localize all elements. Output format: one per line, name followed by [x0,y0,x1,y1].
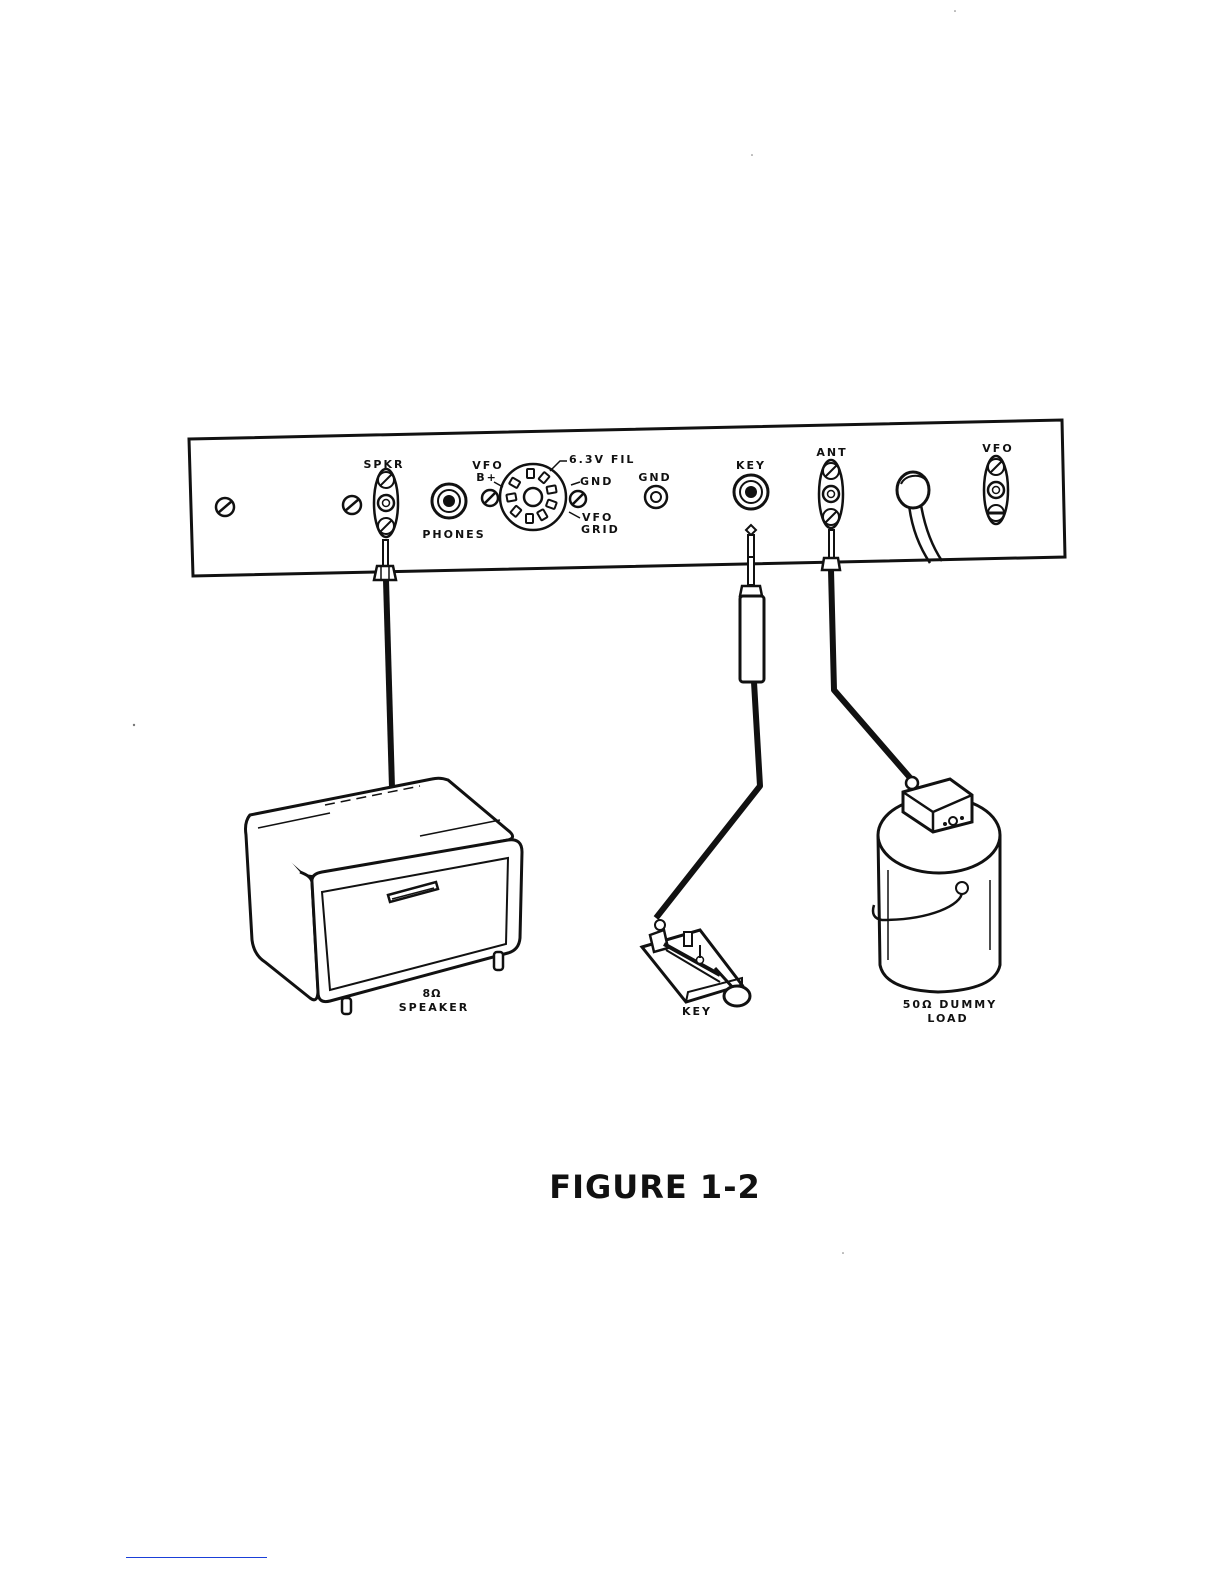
key-plug-cable [656,525,764,918]
screw-icon [570,491,586,507]
tube-socket-icon[interactable] [500,464,566,530]
key-panel-label: KEY [736,459,766,472]
dummy-load-can [873,777,1000,992]
key-label: KEY [682,1005,712,1018]
vfo-grid-label-2: GRID [581,523,620,536]
fil-label: 6.3V FIL [569,453,635,466]
screw-icon [343,496,361,514]
socket-gnd-label: GND [580,475,613,488]
figure-caption: FIGURE 1-2 [0,1168,1224,1206]
bplus-label: B+ [476,471,498,484]
dummy-load-label: LOAD [927,1012,968,1025]
rear-panel: SPKR VFO B+ 6.3V FIL GND VFO GRID PHONES… [189,420,1065,576]
gnd-binding-post[interactable] [645,486,667,508]
phones-jack[interactable] [432,484,466,518]
key-jack[interactable] [734,475,768,509]
speaker-terminal-strip[interactable] [374,469,398,537]
telegraph-key [642,920,750,1006]
antenna-terminal-strip[interactable] [819,460,843,528]
ant-label: ANT [816,446,847,459]
spkr-label: SPKR [364,458,405,471]
vfo-label: VFO [982,442,1013,455]
speaker-cable [374,540,396,788]
screw-icon [216,498,234,516]
footnote-rule [126,1557,267,1558]
screw-icon [482,490,498,506]
dummy-load-ohms-label: 50Ω DUMMY [903,998,997,1011]
phones-label: PHONES [422,528,485,541]
speaker-label: SPEAKER [399,1001,470,1014]
speaker-cabinet [246,778,523,1014]
vfo-terminal-strip[interactable] [984,456,1008,524]
antenna-cable [822,530,912,780]
speaker-ohms-label: 8Ω [422,987,441,1000]
gnd-label: GND [638,471,671,484]
